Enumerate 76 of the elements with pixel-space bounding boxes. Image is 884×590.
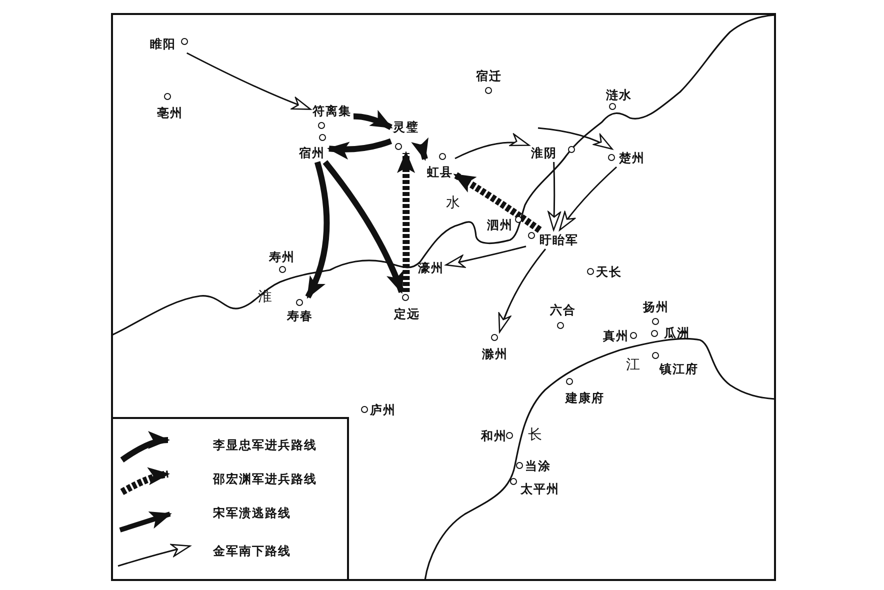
place-name: 六合	[550, 303, 576, 317]
route-arrow	[411, 137, 428, 161]
route-arrow	[327, 138, 392, 160]
place-name: 涟水	[606, 88, 632, 102]
place-name: 扬州	[643, 300, 669, 314]
route-arrow	[559, 166, 618, 231]
place-marker	[427, 153, 453, 179]
river-name: 长	[528, 428, 542, 444]
place-marker	[150, 37, 189, 51]
place-name: 濠州	[418, 261, 444, 275]
place-name: 瓜洲	[664, 326, 690, 340]
place-name: 真州	[603, 329, 629, 343]
place-marker	[652, 352, 698, 376]
place-name: 和州	[481, 429, 507, 443]
river-name: 水	[446, 196, 460, 212]
place-marker	[528, 232, 578, 247]
place-name: 庐州	[370, 403, 396, 417]
place-name: 泗州	[487, 218, 513, 232]
place-name: 宿迁	[476, 69, 502, 83]
route-arrow	[186, 52, 312, 110]
place-name: 建康府	[566, 391, 604, 405]
legend-label: 金军南下路线	[213, 544, 291, 558]
route-arrow	[305, 161, 330, 299]
place-marker	[643, 300, 669, 326]
place-marker	[299, 134, 327, 160]
place-marker	[531, 146, 576, 160]
route-arrow	[397, 151, 416, 292]
route-arrow	[445, 246, 526, 268]
place-name: 镇江府	[660, 362, 698, 376]
route-arrow	[353, 110, 393, 130]
route-arrow	[498, 248, 546, 333]
legend-label: 宋军溃逃路线	[213, 506, 291, 520]
place-marker	[157, 93, 183, 120]
river-name: 江	[626, 358, 640, 374]
route-arrow	[548, 162, 561, 231]
place-marker	[487, 216, 523, 232]
place-name: 定远	[394, 307, 420, 321]
place-marker	[550, 303, 576, 330]
place-marker	[603, 329, 638, 343]
place-name: 盱眙军	[540, 233, 578, 247]
place-name: 天长	[596, 265, 622, 279]
place-marker	[606, 88, 632, 111]
place-name: 灵璧	[393, 120, 419, 134]
place-name: 淮阴	[531, 146, 557, 160]
place-name: 太平州	[520, 482, 560, 496]
place-name: 寿春	[287, 309, 313, 323]
place-name: 当涂	[525, 459, 551, 473]
place-marker	[481, 429, 514, 443]
place-name: 睢阳	[150, 37, 176, 51]
route-arrow	[538, 127, 613, 150]
place-marker	[510, 478, 560, 496]
place-marker	[651, 326, 690, 340]
place-marker	[482, 334, 508, 361]
place-marker	[566, 378, 604, 405]
place-marker	[393, 120, 419, 151]
place-name: 楚州	[619, 151, 645, 165]
route-arrow	[322, 160, 404, 294]
place-name: 滁州	[482, 347, 508, 361]
place-name: 亳州	[157, 106, 183, 120]
place-name: 宿州	[299, 146, 325, 160]
place-marker	[476, 69, 502, 95]
place-name: 寿州	[269, 250, 295, 264]
place-marker	[516, 459, 551, 473]
place-name: 虹县	[427, 165, 453, 179]
legend-label: 邵宏渊军进兵路线	[213, 472, 317, 486]
place-name: 符离集	[312, 104, 352, 118]
place-marker	[394, 294, 420, 321]
place-marker	[361, 403, 396, 417]
place-marker	[608, 151, 645, 165]
route-arrow	[454, 134, 530, 160]
place-marker	[269, 250, 295, 274]
legend-label: 李显忠军进兵路线	[213, 438, 317, 452]
place-marker	[287, 299, 313, 323]
place-marker	[312, 104, 352, 130]
route-arrow	[453, 172, 542, 233]
place-marker	[587, 265, 622, 279]
